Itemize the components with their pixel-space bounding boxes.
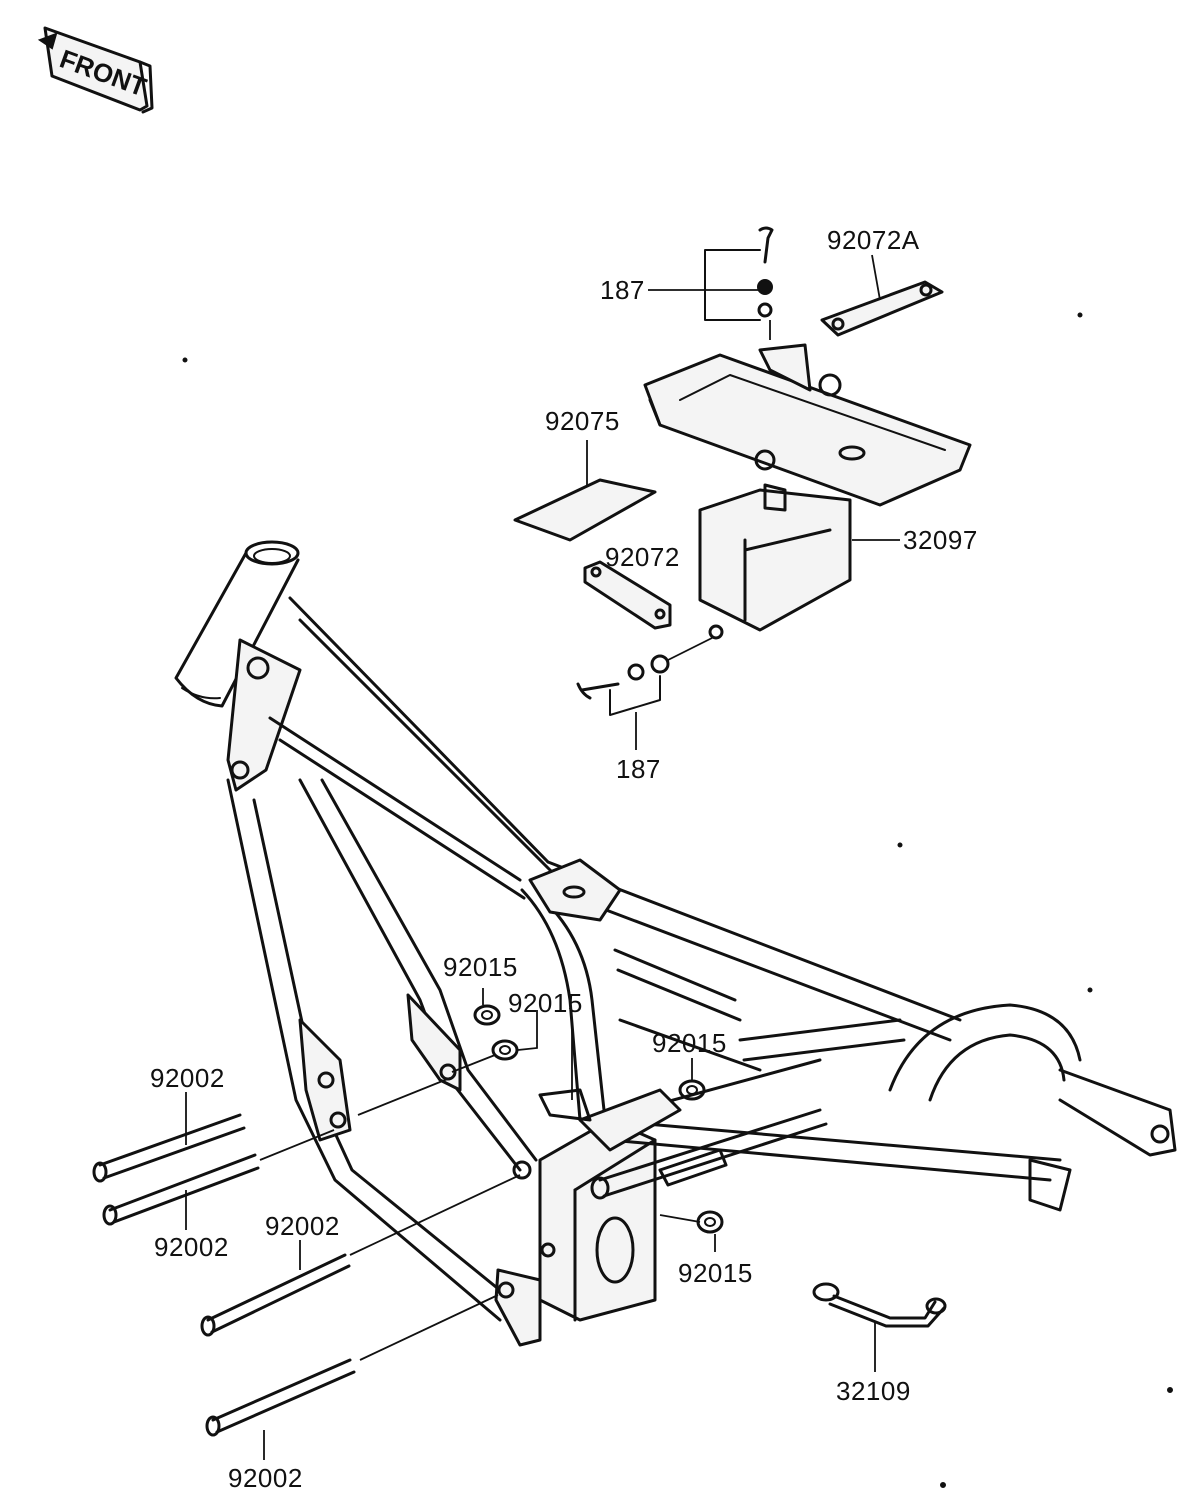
label-bushing-upper-right: 92015	[508, 988, 583, 1018]
label-bushing-middle: 92015	[652, 1028, 727, 1058]
motorcycle-frame	[174, 540, 1177, 1347]
label-ground-lead: 32109	[836, 1376, 911, 1406]
label-battery-pad: 92075	[545, 406, 620, 436]
battery-pad	[513, 478, 657, 542]
assembly-lines	[259, 1030, 701, 1361]
label-bolt-2: 92002	[154, 1232, 229, 1262]
part-labels: 187 92072A 92075 32097 92072 187 92015 9…	[150, 225, 978, 1493]
label-battery-case: 32097	[903, 525, 978, 555]
label-leaders	[185, 254, 900, 1460]
label-bolt-1: 92002	[150, 1063, 225, 1093]
battery-strap-upper	[820, 280, 944, 337]
front-badge: FRONT	[37, 26, 154, 114]
label-bolt-3: 92002	[265, 1211, 340, 1241]
label-bolt-4: 92002	[228, 1463, 303, 1493]
label-lower-screw: 187	[616, 754, 661, 784]
long-bolts	[92, 1113, 356, 1437]
battery-case	[643, 343, 972, 640]
label-bushing-lower: 92015	[678, 1258, 753, 1288]
battery-strap-lower	[583, 560, 672, 630]
top-screw-set	[704, 226, 774, 340]
ground-lead	[812, 1282, 947, 1328]
lower-screw-set	[576, 637, 713, 716]
label-bushing-upper-left: 92015	[443, 952, 518, 982]
label-top-screw: 187	[600, 275, 645, 305]
scan-specks	[182, 312, 1173, 1488]
label-battery-strap-lower: 92072	[605, 542, 680, 572]
label-battery-strap-upper: 92072A	[827, 225, 920, 255]
